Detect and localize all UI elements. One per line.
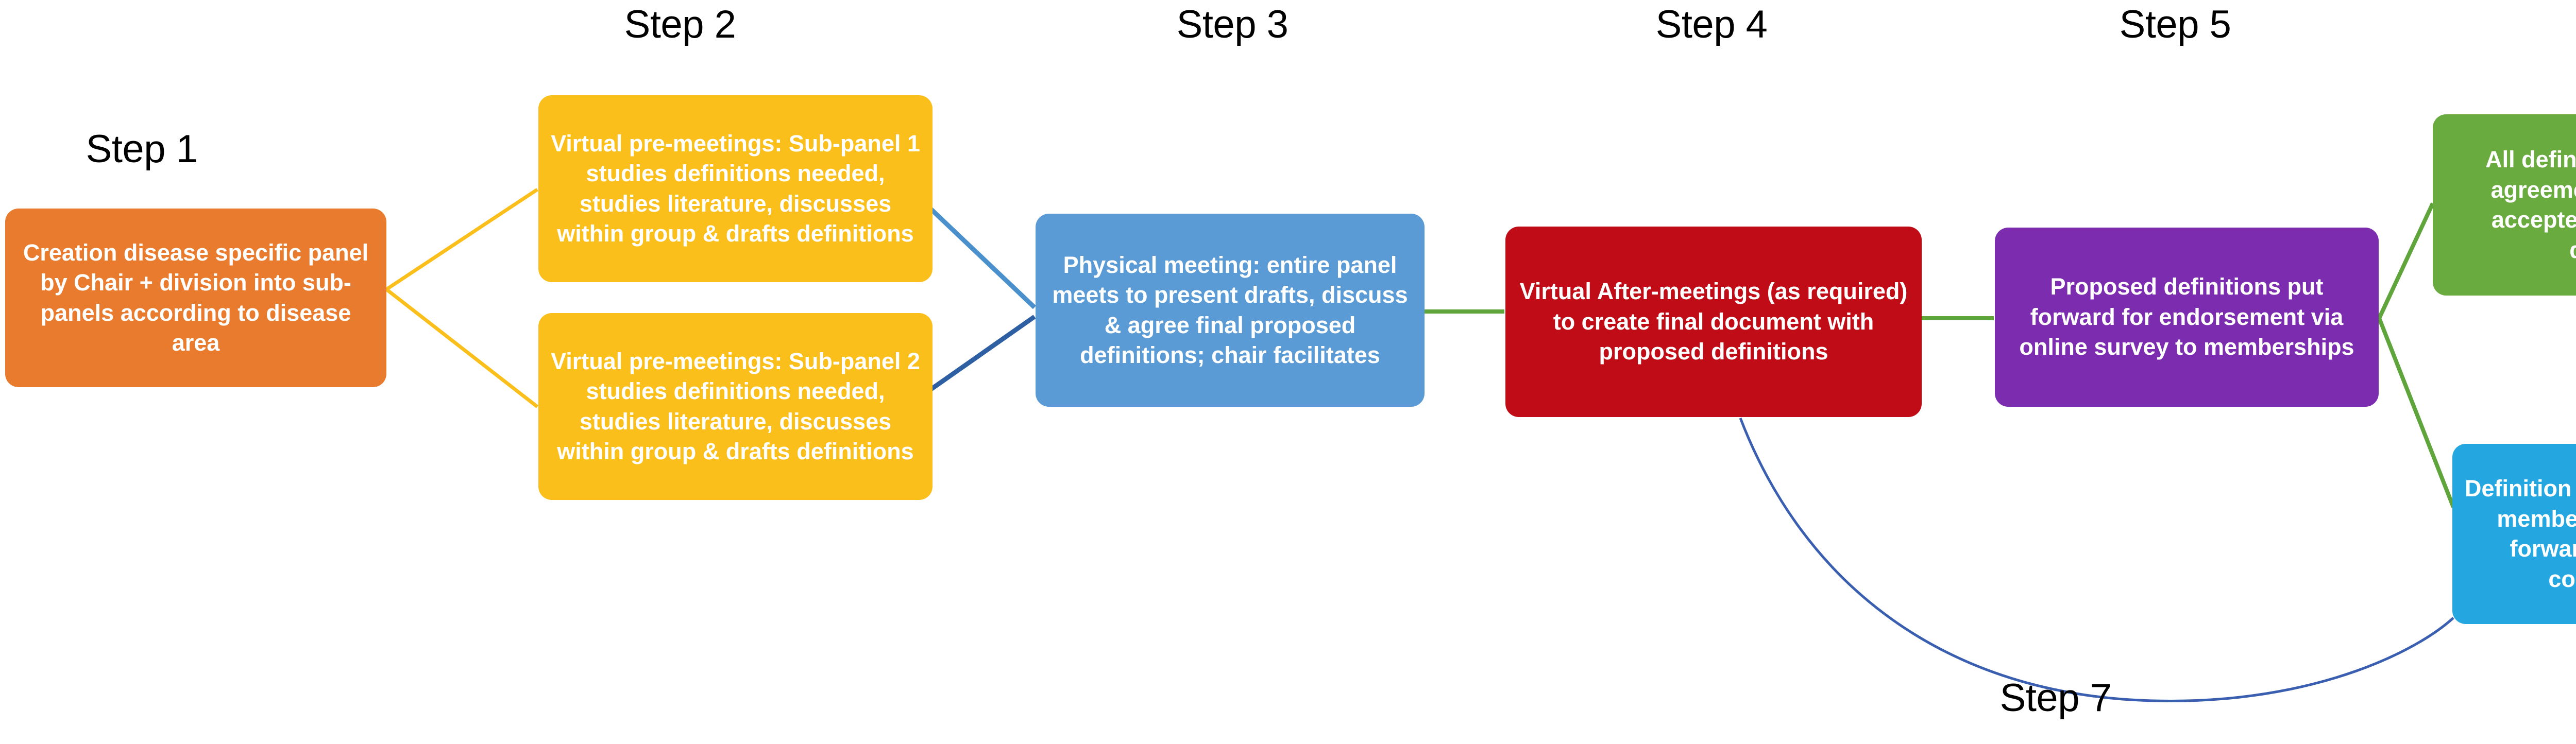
subpanel-1-to-physical-meeting <box>920 199 1037 309</box>
after-meetings-box-text: Virtual After-meetings (as required) to … <box>1519 278 1908 365</box>
creation-panel-box[interactable]: Creation disease specific panel by Chair… <box>5 209 386 387</box>
survey-to-consensus-accepted <box>2377 202 2435 319</box>
step-label-2: Step 2 <box>624 3 736 46</box>
subpanel-1-box-text: Virtual pre-meetings: Sub-panel 1 studie… <box>551 130 920 247</box>
consensus-accepted-box-text: All definitions with >50% agreement memb… <box>2485 146 2576 263</box>
after-meetings-box[interactable]: Virtual After-meetings (as required) to … <box>1505 227 1922 417</box>
step-label-5: Step 5 <box>2119 3 2231 46</box>
consensus-accepted-box[interactable]: All definitions with >50% agreement memb… <box>2433 114 2576 296</box>
step-label-7: Step 7 <box>1999 676 2112 720</box>
step-label-6: Step 6 <box>2540 5 2576 44</box>
subpanel-2-to-physical-meeting <box>921 315 1036 397</box>
endorsement-survey-box[interactable]: Proposed definitions put forward for end… <box>1995 228 2379 407</box>
subpanel-2-box[interactable]: Virtual pre-meetings: Sub-panel 2 studie… <box>538 313 933 500</box>
changes-next-cycle-box-text: Definition changes proposed by membershi… <box>2464 475 2576 592</box>
changes-next-cycle-box[interactable]: Definition changes proposed by membershi… <box>2452 444 2576 624</box>
step-label-3: Step 3 <box>1176 3 1289 46</box>
subpanel-1-box[interactable]: Virtual pre-meetings: Sub-panel 1 studie… <box>538 95 933 282</box>
subpanel-2-box-text: Virtual pre-meetings: Sub-panel 2 studie… <box>551 348 920 465</box>
physical-meeting-box[interactable]: Physical meeting: entire panel meets to … <box>1036 214 1425 407</box>
endorsement-survey-box-text: Proposed definitions put forward for end… <box>2019 273 2354 360</box>
step-label-1: Step 1 <box>86 127 198 171</box>
physical-meeting-box-text: Physical meeting: entire panel meets to … <box>1052 251 1408 369</box>
step-label-4: Step 4 <box>1655 3 1768 46</box>
orange-to-subpanel-2 <box>385 288 539 408</box>
orange-to-subpanel-1 <box>385 188 538 291</box>
creation-panel-box-text: Creation disease specific panel by Chair… <box>23 239 369 356</box>
survey-to-next-cycle <box>2377 317 2455 508</box>
step7-feedback-curve <box>1739 418 2454 702</box>
